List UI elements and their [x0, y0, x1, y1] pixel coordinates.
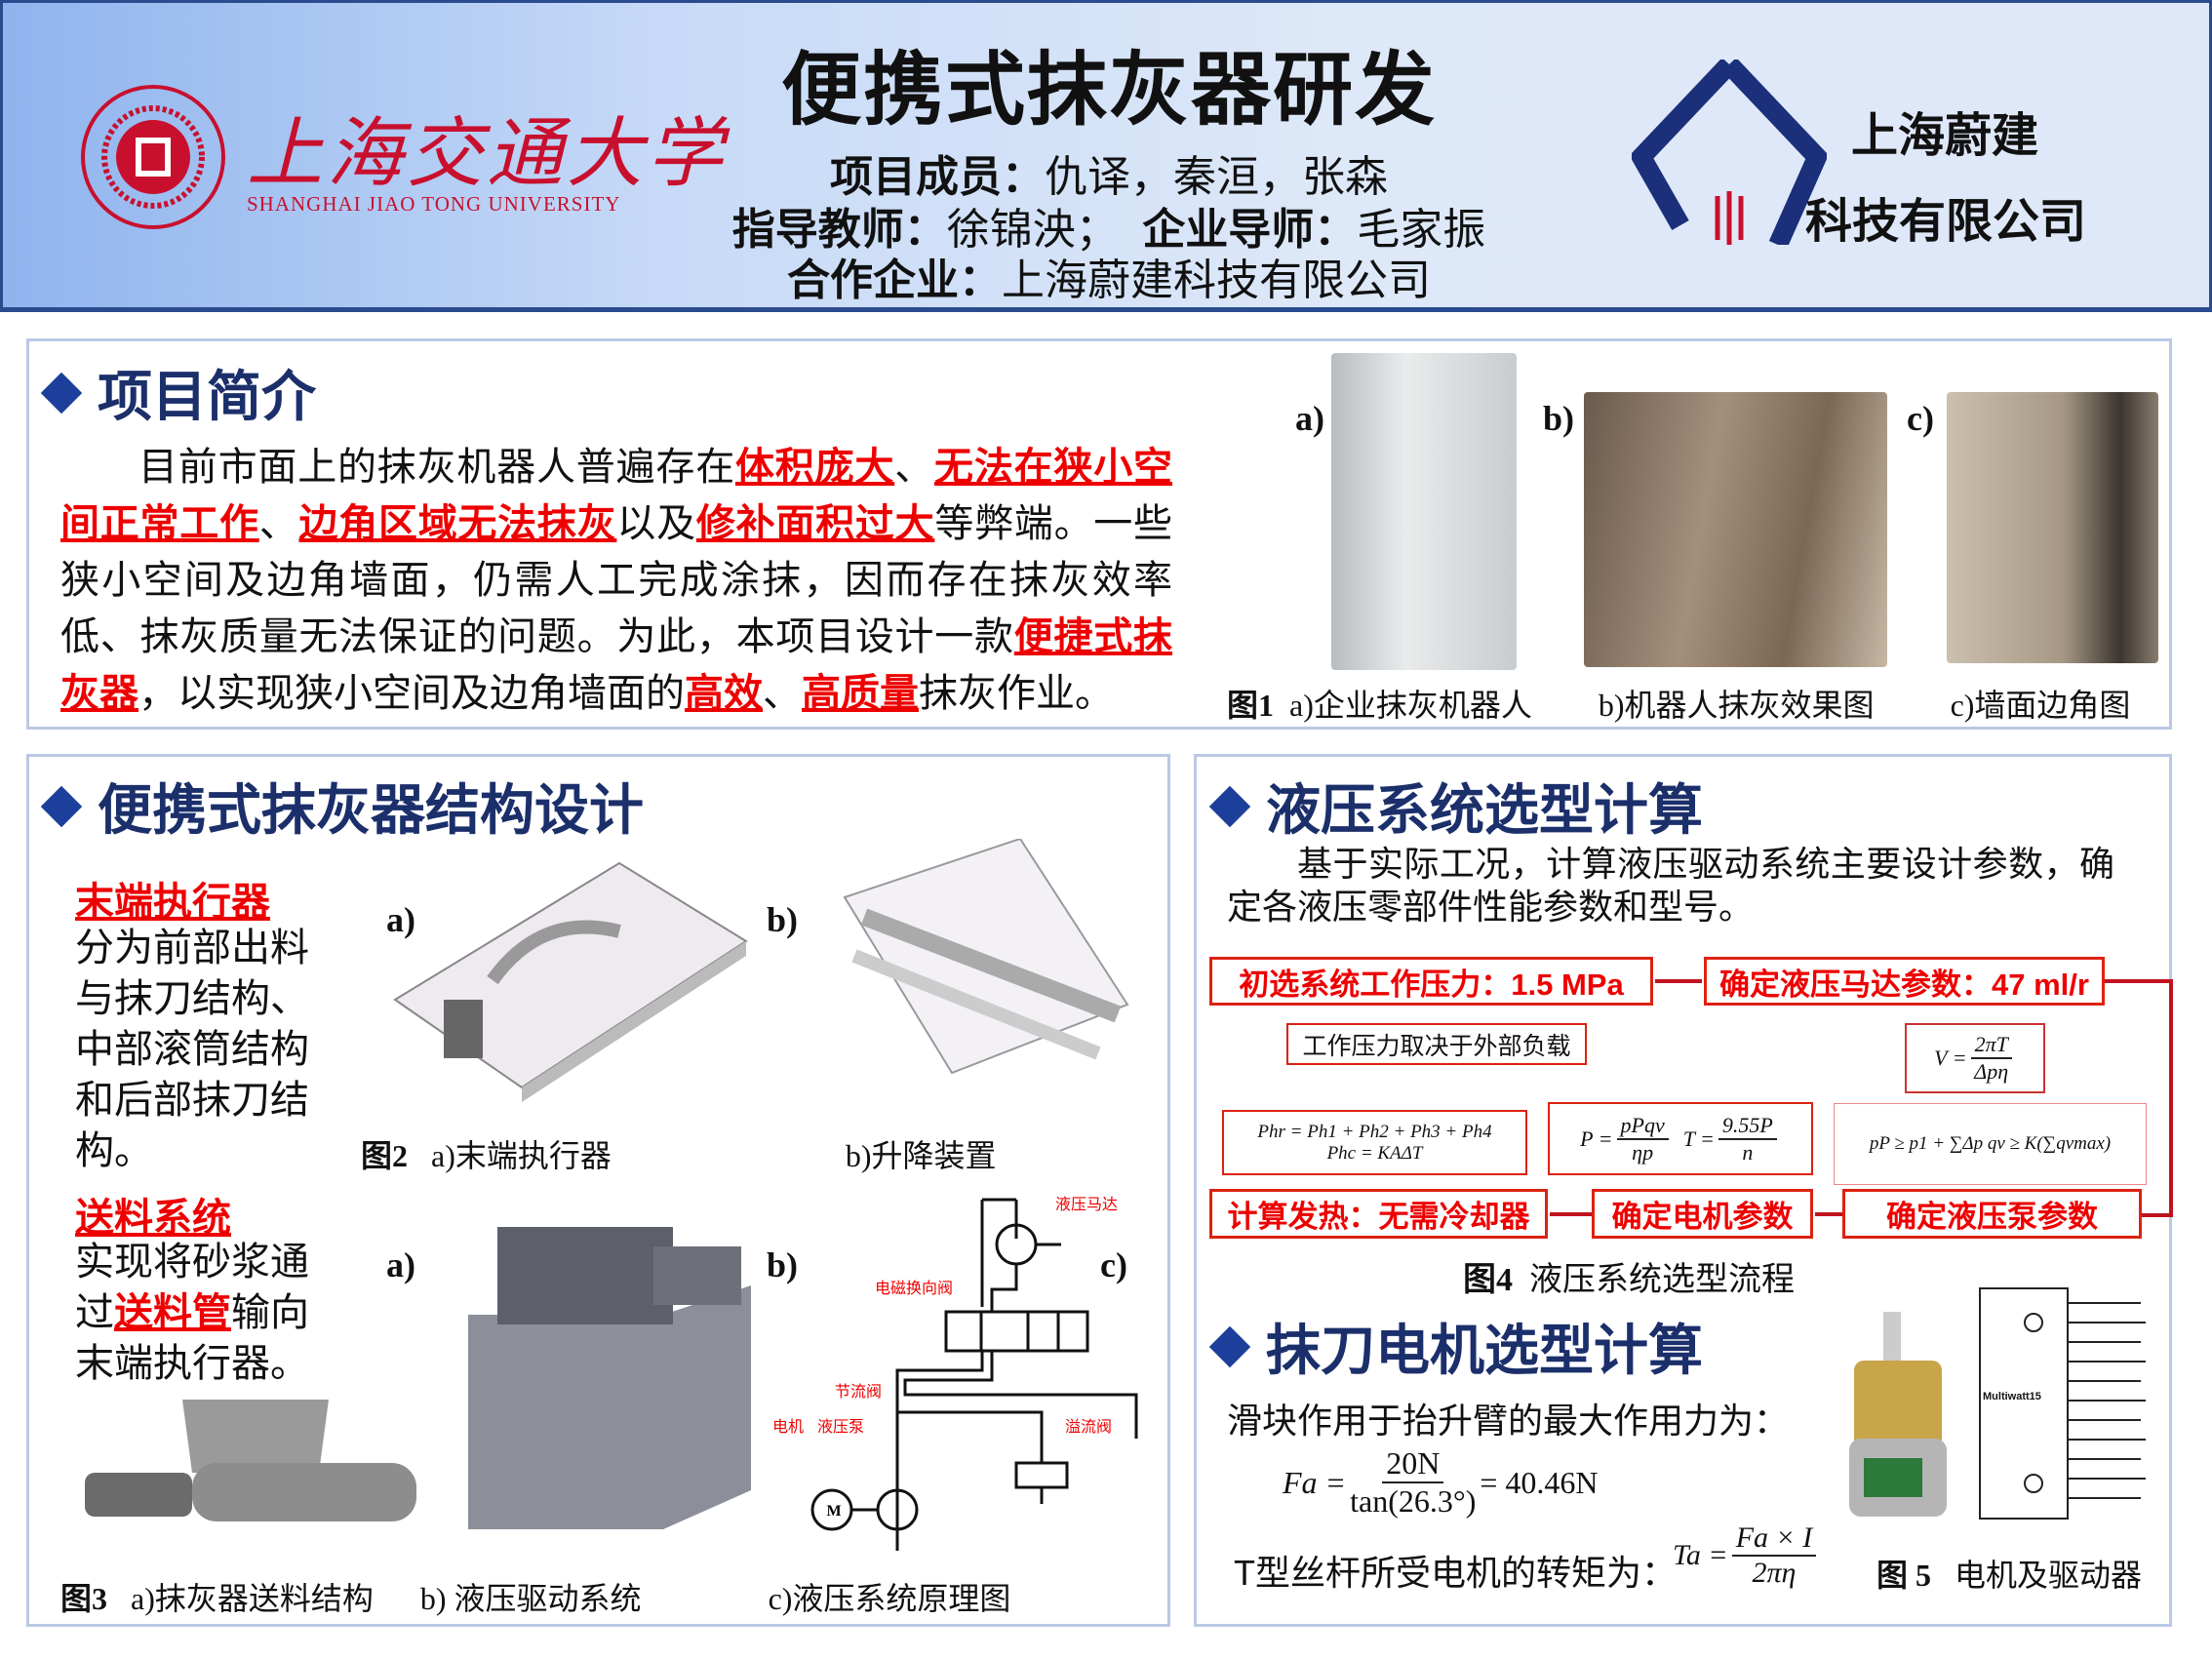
label-hydraulic-motor: 液压马达: [1055, 1196, 1118, 1213]
flow-arrow: [2142, 1213, 2173, 1217]
motor-force-text: 滑块作用于抬升臂的最大作用力为：: [1227, 1401, 1790, 1441]
driver-chip-label: Multiwatt15: [1983, 1391, 2041, 1402]
hydraulic-heading-text: 液压系统选型计算: [1266, 779, 1703, 841]
flow-note: 工作压力取决于外部负载: [1286, 1023, 1587, 1065]
diamond-bullet-icon: [40, 785, 83, 827]
fig3-b-label: b): [767, 1245, 799, 1284]
motor-heading: 抹刀电机选型计算: [1208, 1307, 1703, 1386]
members-line: 项目成员：仇译，秦洹，张森: [3, 141, 2212, 204]
fig3-c-label: c): [1100, 1245, 1127, 1284]
partner-label: 合作企业：: [787, 257, 1002, 304]
intro-heading-text: 项目简介: [98, 366, 316, 427]
label-directional-valve: 电磁换向阀: [875, 1280, 953, 1297]
end-effector-desc: 分为前部出料与抹刀结构、中部滚筒结构和后部抹刀结构。: [75, 927, 309, 1172]
end-effector-image: [393, 861, 748, 1102]
hydraulic-drive-image: [468, 1227, 751, 1529]
motor-symbol-label: M: [826, 1503, 841, 1520]
poster-title: 便携式抹灰器研发: [780, 46, 1437, 135]
flow-step-motor-params: 确定液压马达参数：47 ml/r: [1704, 957, 2105, 1006]
members: 仇译，秦洹，张森: [1045, 153, 1388, 201]
flow-step-pressure: 初选系统工作压力：1.5 MPa: [1209, 957, 1653, 1006]
highlight: 便捷式抹灰器: [60, 615, 1173, 715]
university-name-cn: 上海交通大学: [247, 111, 728, 196]
diamond-bullet-icon: [1208, 1325, 1251, 1367]
fig1-b-label: b): [1543, 399, 1575, 438]
flow-arrow: [1815, 1212, 1842, 1216]
feed-system-desc: 实现将砂浆通过送料管输向末端执行器。: [75, 1241, 309, 1385]
structure-heading-text: 便携式抹灰器结构设计: [98, 779, 644, 841]
poster-header: 上海交通大学 SHANGHAI JIAO TONG UNIVERSITY 便携式…: [0, 0, 2212, 312]
end-effector-title: 末端执行器: [75, 881, 270, 924]
company-logo: [1632, 59, 1827, 245]
company-advisor: 毛家振: [1357, 206, 1486, 254]
hydraulic-heading: 液压系统选型计算: [1208, 767, 1703, 846]
driver-chip-image: [1979, 1287, 2146, 1520]
advisor-label: 指导教师：: [731, 206, 947, 254]
flow-step-electric-motor: 确定电机参数: [1592, 1189, 1813, 1239]
highlight: 边角区域无法抹灰: [298, 502, 617, 545]
highlight: 高质量: [802, 672, 919, 715]
partner: 上海蔚建科技有限公司: [1002, 257, 1431, 304]
intro-heading: 项目简介: [40, 353, 316, 432]
flow-step-pump: 确定液压泵参数: [1842, 1189, 2142, 1239]
fig2-a-label: a): [386, 900, 415, 939]
fig1-a-label: a): [1295, 399, 1324, 438]
highlight: 无法在狭小空间正常工作: [60, 446, 1173, 545]
fig5-caption: 图 5 电机及驱动器: [1876, 1558, 2143, 1593]
hydraulic-schematic: M 液压马达 电磁换向阀 节流阀 电机 液压泵 溢流阀: [772, 1196, 1138, 1551]
members-label: 项目成员：: [830, 153, 1045, 201]
diamond-bullet-icon: [1208, 785, 1251, 827]
intro-paragraph: 目前市面上的抹灰机器人普遍存在体积庞大、无法在狭小空间正常工作、边角区域无法抹灰…: [60, 446, 1173, 715]
wall-corner-image: [1947, 392, 2158, 663]
flow-connector: [2105, 979, 2173, 983]
structure-heading: 便携式抹灰器结构设计: [40, 767, 644, 846]
partner-line: 合作企业：上海蔚建科技有限公司: [3, 245, 2212, 307]
flow-connector: [2169, 979, 2173, 1215]
hydraulic-desc: 基于实际工况，计算液压驱动系统主要设计参数，确定各液压零部件性能参数和型号。: [1227, 844, 2114, 927]
label-pump: 液压泵: [817, 1418, 864, 1436]
university-name-en: SHANGHAI JIAO TONG UNIVERSITY: [247, 192, 621, 216]
company-name-line1: 上海蔚建: [1851, 110, 2039, 162]
advisor: 徐锦泱；: [946, 206, 1119, 254]
flow-arrow: [1655, 979, 1702, 983]
advisor-line: 指导教师：徐锦泱； 企业导师：毛家振: [3, 194, 2212, 257]
diamond-bullet-icon: [40, 372, 83, 414]
highlight: 体积庞大: [735, 446, 895, 489]
formula-pump: pP ≥ p1 + ∑Δp qv ≥ K(∑qvmax): [1834, 1103, 2147, 1185]
lifting-device-image: [843, 839, 1129, 1075]
company-advisor-label: 企业导师：: [1142, 206, 1358, 254]
fig2-b-label: b): [767, 900, 799, 939]
enterprise-robot-image: [1331, 353, 1517, 670]
fig3-a-label: a): [386, 1245, 415, 1284]
motor-image: [1849, 1312, 1947, 1517]
motor-torque-text: T型丝杆所受电机的转矩为：: [1234, 1553, 1677, 1593]
sjtu-seal-logo: [81, 85, 225, 229]
highlight: 高效: [685, 672, 763, 715]
label-throttle-valve: 节流阀: [835, 1383, 882, 1401]
label-relief-valve: 溢流阀: [1065, 1418, 1112, 1436]
motor-heading-text: 抹刀电机选型计算: [1266, 1320, 1703, 1381]
robot-effect-image: [1584, 392, 1887, 667]
flow-arrow: [1550, 1212, 1592, 1216]
highlight: 修补面积过大: [695, 502, 935, 545]
company-name-line2: 科技有限公司: [1805, 196, 2087, 248]
fig4-caption: 图4 液压系统选型流程: [1463, 1262, 1795, 1298]
feed-system-title: 送料系统: [75, 1197, 231, 1240]
label-motor: 电机: [772, 1418, 804, 1436]
fig1-c-label: c): [1907, 399, 1934, 438]
flow-step-heat: 计算发热：无需冷却器: [1209, 1189, 1548, 1239]
feed-structure-image: [85, 1400, 416, 1521]
